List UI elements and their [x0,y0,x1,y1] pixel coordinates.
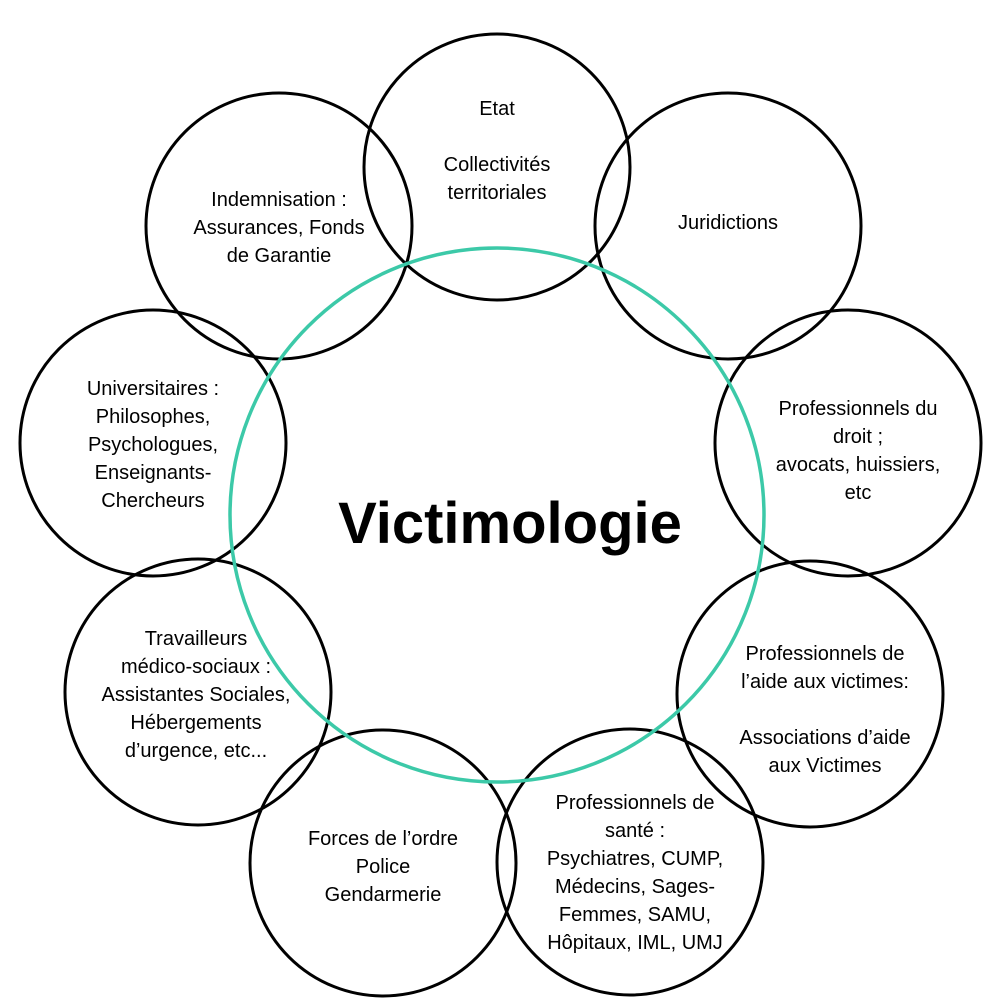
node-circle-juridictions [593,91,863,361]
node-circle-aide-aux-victimes [675,559,945,829]
node-text-juridictions: Juridictions [677,212,779,234]
node-text-etat: Etat Collectivités territoriales [443,98,551,204]
node-circle-travailleurs-medico-sociaux [63,557,333,827]
node-circle-forces-de-l-ordre [248,728,518,998]
node-text-forces-de-l-ordre: Forces de l’ordre Police Gendarmerie [307,828,459,906]
node-circle-universitaires [18,308,288,578]
center-ring [228,246,766,784]
node-text-sante: Professionnels de santé : Psychiatres, C… [546,792,724,954]
node-text-aide-aux-victimes: Professionnels de l’aide aux victimes: A… [739,643,911,777]
node-text-travailleurs-medico-sociaux: Travailleurs médico-sociaux : Assistante… [101,628,291,762]
node-circle-etat [362,32,632,302]
node-text-indemnisation: Indemnisation : Assurances, Fonds de Gar… [193,189,365,267]
center-title: Victimologie [338,491,682,556]
node-text-universitaires: Universitaires : Philosophes, Psychologu… [86,378,220,512]
node-circle-sante [495,727,765,997]
node-text-professionnels-du-droit: Professionnels du droit ; avocats, huiss… [775,398,941,504]
node-circle-professionnels-du-droit [713,308,983,578]
